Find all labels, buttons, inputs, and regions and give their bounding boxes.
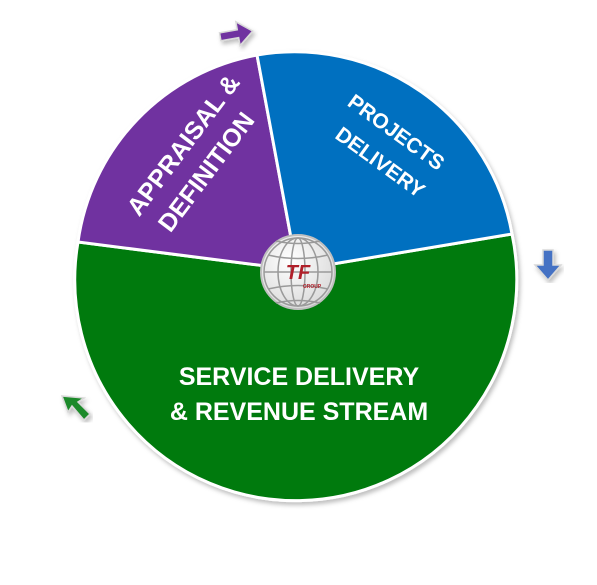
service-label-line2: & REVENUE STREAM — [170, 398, 428, 426]
arrow-down-icon — [533, 249, 563, 282]
segment-projects-delivery — [255, 50, 514, 272]
logo-text: TF — [286, 262, 311, 284]
segment-service-delivery — [73, 232, 519, 503]
segment-appraisal-definition — [76, 53, 299, 272]
service-label-line1: SERVICE DELIVERY — [179, 363, 420, 391]
company-logo: TF GROUP — [260, 234, 336, 310]
logo-subtext: GROUP — [303, 284, 322, 290]
arrow-up-left-icon — [60, 395, 92, 422]
arrow-right-icon — [218, 20, 254, 48]
globe-icon — [263, 237, 333, 307]
wheel — [73, 50, 519, 503]
